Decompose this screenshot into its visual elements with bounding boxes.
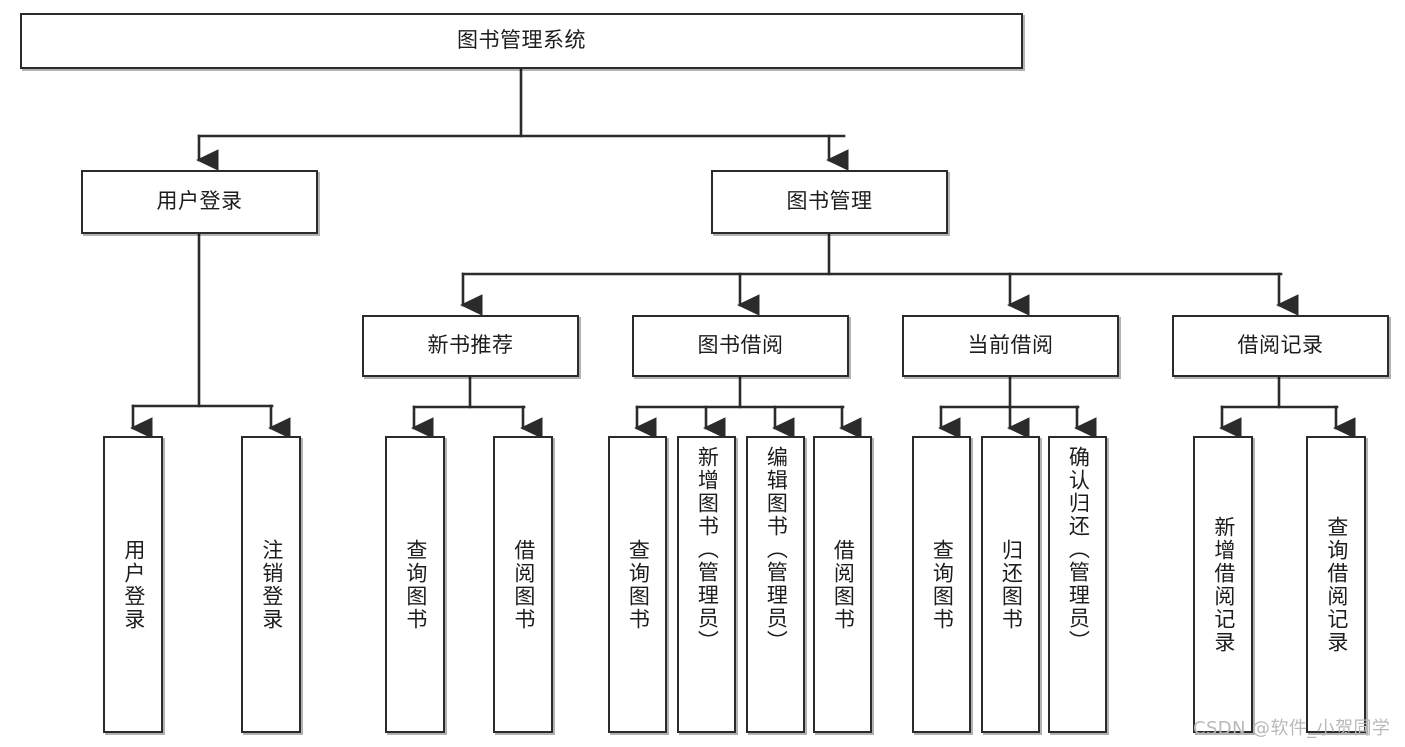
leaf-add-borrow-record[interactable]: 新增借阅记录 <box>1193 436 1253 733</box>
leaf-borrow-book-2[interactable]: 借阅图书 <box>813 436 872 733</box>
node-root-system-label: 图书管理系统 <box>457 28 586 53</box>
node-book-management[interactable]: 图书管理 <box>711 170 948 234</box>
leaf-query-borrow-record[interactable]: 查询借阅记录 <box>1306 436 1366 733</box>
leaf-query-book-3[interactable]: 查询图书 <box>912 436 971 733</box>
leaf-edit-book-admin-label: 编辑图书（管理员） <box>764 446 789 653</box>
leaf-borrow-book-2-label: 借阅图书 <box>831 538 856 631</box>
node-new-book-recommend-label: 新书推荐 <box>427 333 514 358</box>
leaf-user-login[interactable]: 用户登录 <box>103 436 163 733</box>
csdn-watermark: CSDN @软件_小贺同学 <box>1193 718 1391 739</box>
node-book-borrow[interactable]: 图书借阅 <box>632 315 849 377</box>
leaf-logout-login[interactable]: 注销登录 <box>241 436 301 733</box>
node-book-management-label: 图书管理 <box>786 189 873 214</box>
leaf-logout-login-label: 注销登录 <box>259 538 284 631</box>
leaf-query-book-1[interactable]: 查询图书 <box>385 436 445 733</box>
node-user-login-label: 用户登录 <box>156 189 243 214</box>
leaf-confirm-return-admin[interactable]: 确认归还（管理员） <box>1048 436 1107 733</box>
leaf-query-book-2[interactable]: 查询图书 <box>608 436 667 733</box>
node-borrow-record-label: 借阅记录 <box>1237 333 1324 358</box>
node-user-login[interactable]: 用户登录 <box>81 170 318 234</box>
node-book-borrow-label: 图书借阅 <box>697 333 784 358</box>
leaf-query-book-2-label: 查询图书 <box>626 538 651 631</box>
leaf-query-book-1-label: 查询图书 <box>403 538 428 631</box>
node-current-borrow[interactable]: 当前借阅 <box>902 315 1119 377</box>
leaf-edit-book-admin[interactable]: 编辑图书（管理员） <box>746 436 805 733</box>
leaf-add-book-admin-label: 新增图书（管理员） <box>695 446 720 653</box>
node-root-system[interactable]: 图书管理系统 <box>20 13 1023 69</box>
leaf-user-login-label: 用户登录 <box>121 538 146 631</box>
node-new-book-recommend[interactable]: 新书推荐 <box>362 315 579 377</box>
leaf-query-book-3-label: 查询图书 <box>930 538 955 631</box>
leaf-return-book[interactable]: 归还图书 <box>981 436 1040 733</box>
leaf-query-borrow-record-label: 查询借阅记录 <box>1324 515 1349 654</box>
node-borrow-record[interactable]: 借阅记录 <box>1172 315 1389 377</box>
leaf-return-book-label: 归还图书 <box>999 538 1024 631</box>
leaf-confirm-return-admin-label: 确认归还（管理员） <box>1066 446 1091 653</box>
leaf-add-book-admin[interactable]: 新增图书（管理员） <box>677 436 736 733</box>
leaf-borrow-book-1-label: 借阅图书 <box>511 538 536 631</box>
leaf-borrow-book-1[interactable]: 借阅图书 <box>493 436 553 733</box>
node-current-borrow-label: 当前借阅 <box>967 333 1054 358</box>
leaf-add-borrow-record-label: 新增借阅记录 <box>1211 515 1236 654</box>
